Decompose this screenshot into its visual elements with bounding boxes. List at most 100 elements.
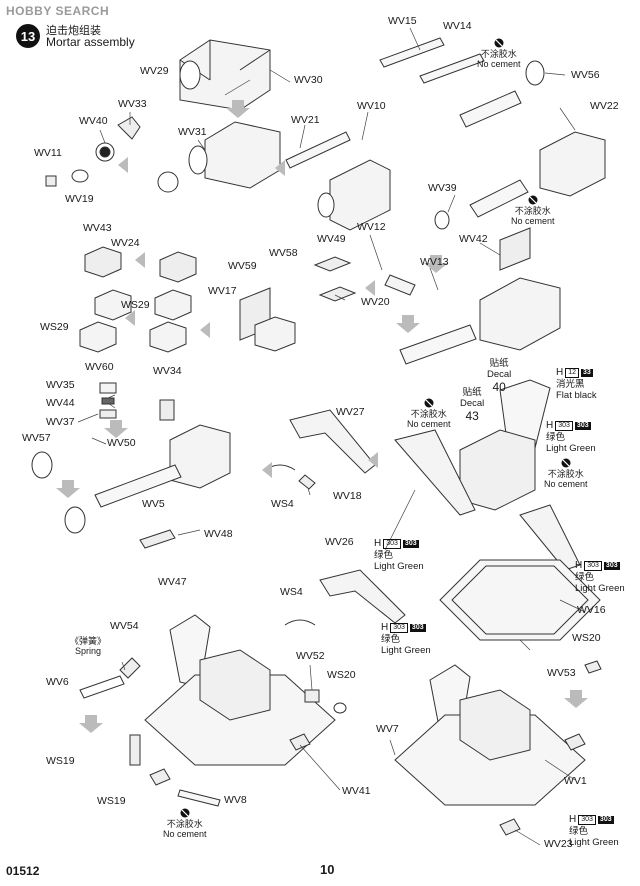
label-wv8: WV8: [224, 794, 247, 806]
paint-alt-code: 303: [402, 539, 419, 549]
paint-code: 303: [390, 622, 408, 634]
no-cement-cn: 不涂胶水: [166, 819, 203, 829]
step-title-en: Mortar assembly: [46, 35, 135, 49]
label-wv50: WV50: [107, 437, 136, 449]
decal-43-note: 贴纸 Decal 43: [460, 387, 484, 424]
label-wv57: WV57: [22, 432, 51, 444]
part-wv15-rods: [379, 37, 485, 84]
product-code: 01512: [6, 864, 40, 878]
label-ws4-b: WS4: [280, 586, 303, 598]
step-number-badge: 13: [16, 24, 40, 48]
no-cement-cn: 不涂胶水: [547, 469, 584, 479]
no-cement-icon: [561, 458, 571, 468]
part-lower-left-mortar: [79, 614, 336, 766]
paint-en: Flat black: [556, 390, 597, 402]
label-wv13: WV13: [420, 256, 449, 268]
label-wv58: WV58: [269, 247, 298, 259]
no-cement-icon: [528, 195, 538, 205]
decal-40-number: 40: [492, 379, 506, 394]
spring-cn: 《弹簧》: [70, 636, 107, 646]
label-wv27: WV27: [336, 406, 365, 418]
label-wv20: WV20: [361, 296, 390, 308]
label-wv23: WV23: [544, 838, 573, 850]
assembly-arrows: [56, 100, 588, 733]
label-wv47: WV47: [158, 576, 187, 588]
part-wv43-boxes: [79, 246, 197, 353]
part-wv35-stack: [99, 382, 117, 419]
paint-cn: 消光黑: [556, 379, 585, 390]
paint-code: 303: [383, 538, 401, 550]
no-cement-icon: [494, 38, 504, 48]
paint-alt-code: 303: [597, 815, 614, 825]
paint-alt-code: 303: [574, 421, 591, 431]
paint-h: H: [575, 560, 583, 571]
part-wv59-wv58: [239, 287, 296, 352]
part-wv56-cap: [459, 60, 545, 128]
label-wv37: WV37: [46, 416, 75, 428]
label-wv48: WV48: [204, 528, 233, 540]
part-wv11-wv19: [45, 169, 89, 187]
label-wv21: WV21: [291, 114, 320, 126]
no-cement-en: No cement: [477, 59, 521, 70]
label-ws29-a: WS29: [121, 299, 150, 311]
label-ws20-a: WS20: [572, 632, 601, 644]
no-cement-note-4: 不涂胶水 No cement: [544, 458, 588, 490]
label-wv30: WV30: [294, 74, 323, 86]
paint-h: H: [569, 814, 577, 825]
no-cement-en: No cement: [511, 216, 555, 227]
no-cement-icon: [424, 398, 434, 408]
label-wv29: WV29: [140, 65, 169, 77]
page-number: 10: [320, 862, 335, 877]
part-wv16-base: [439, 559, 601, 641]
paint-alt-code: 303: [409, 623, 426, 633]
watermark: HOBBY SEARCH: [6, 4, 110, 18]
paint-h: H: [381, 622, 389, 633]
part-wv5-assembly: [94, 399, 231, 508]
part-wv21-barrel: [285, 131, 391, 231]
label-wv53: WV53: [547, 667, 576, 679]
part-wv57-cup: [31, 451, 86, 534]
label-ws19-a: WS19: [46, 755, 75, 767]
paint-code: 303: [584, 560, 602, 572]
part-wv53: [499, 660, 602, 836]
label-wv56: WV56: [571, 69, 600, 81]
paint-h: H: [556, 367, 564, 378]
paint-en: Light Green: [546, 443, 596, 455]
paint-alt-code: 303: [603, 561, 620, 571]
no-cement-en: No cement: [407, 419, 451, 430]
label-wv60: WV60: [85, 361, 114, 373]
label-ws20-b: WS20: [327, 669, 356, 681]
decal-43-number: 43: [465, 408, 479, 423]
no-cement-note-1: 不涂胶水 No cement: [477, 38, 521, 70]
part-wv29-housing: [179, 39, 271, 111]
label-wv24: WV24: [111, 237, 140, 249]
part-wv27-bracket: [264, 409, 376, 490]
part-mortar-upper-assembly: [394, 379, 581, 571]
step-title-cn: 迫击炮组装: [46, 25, 101, 37]
label-wv42: WV42: [459, 233, 488, 245]
label-wv41: WV41: [342, 785, 371, 797]
part-wv26-bracket: [284, 569, 406, 626]
paint-en: Light Green: [381, 645, 431, 657]
paint-code: 303: [578, 814, 596, 826]
no-cement-icon: [180, 808, 190, 818]
paint-h: H: [374, 538, 382, 549]
label-ws19-b: WS19: [97, 795, 126, 807]
label-wv14: WV14: [443, 20, 472, 32]
label-wv19: WV19: [65, 193, 94, 205]
part-wv49-wv12: [313, 256, 416, 302]
label-wv39: WV39: [428, 182, 457, 194]
paint-code: 303: [555, 420, 573, 432]
label-wv17: WV17: [208, 285, 237, 297]
label-ws29-b: WS29: [40, 321, 69, 333]
label-wv35: WV35: [46, 379, 75, 391]
part-wv40-handwheel: [95, 116, 141, 162]
label-wv43: WV43: [83, 222, 112, 234]
label-wv40: WV40: [79, 115, 108, 127]
